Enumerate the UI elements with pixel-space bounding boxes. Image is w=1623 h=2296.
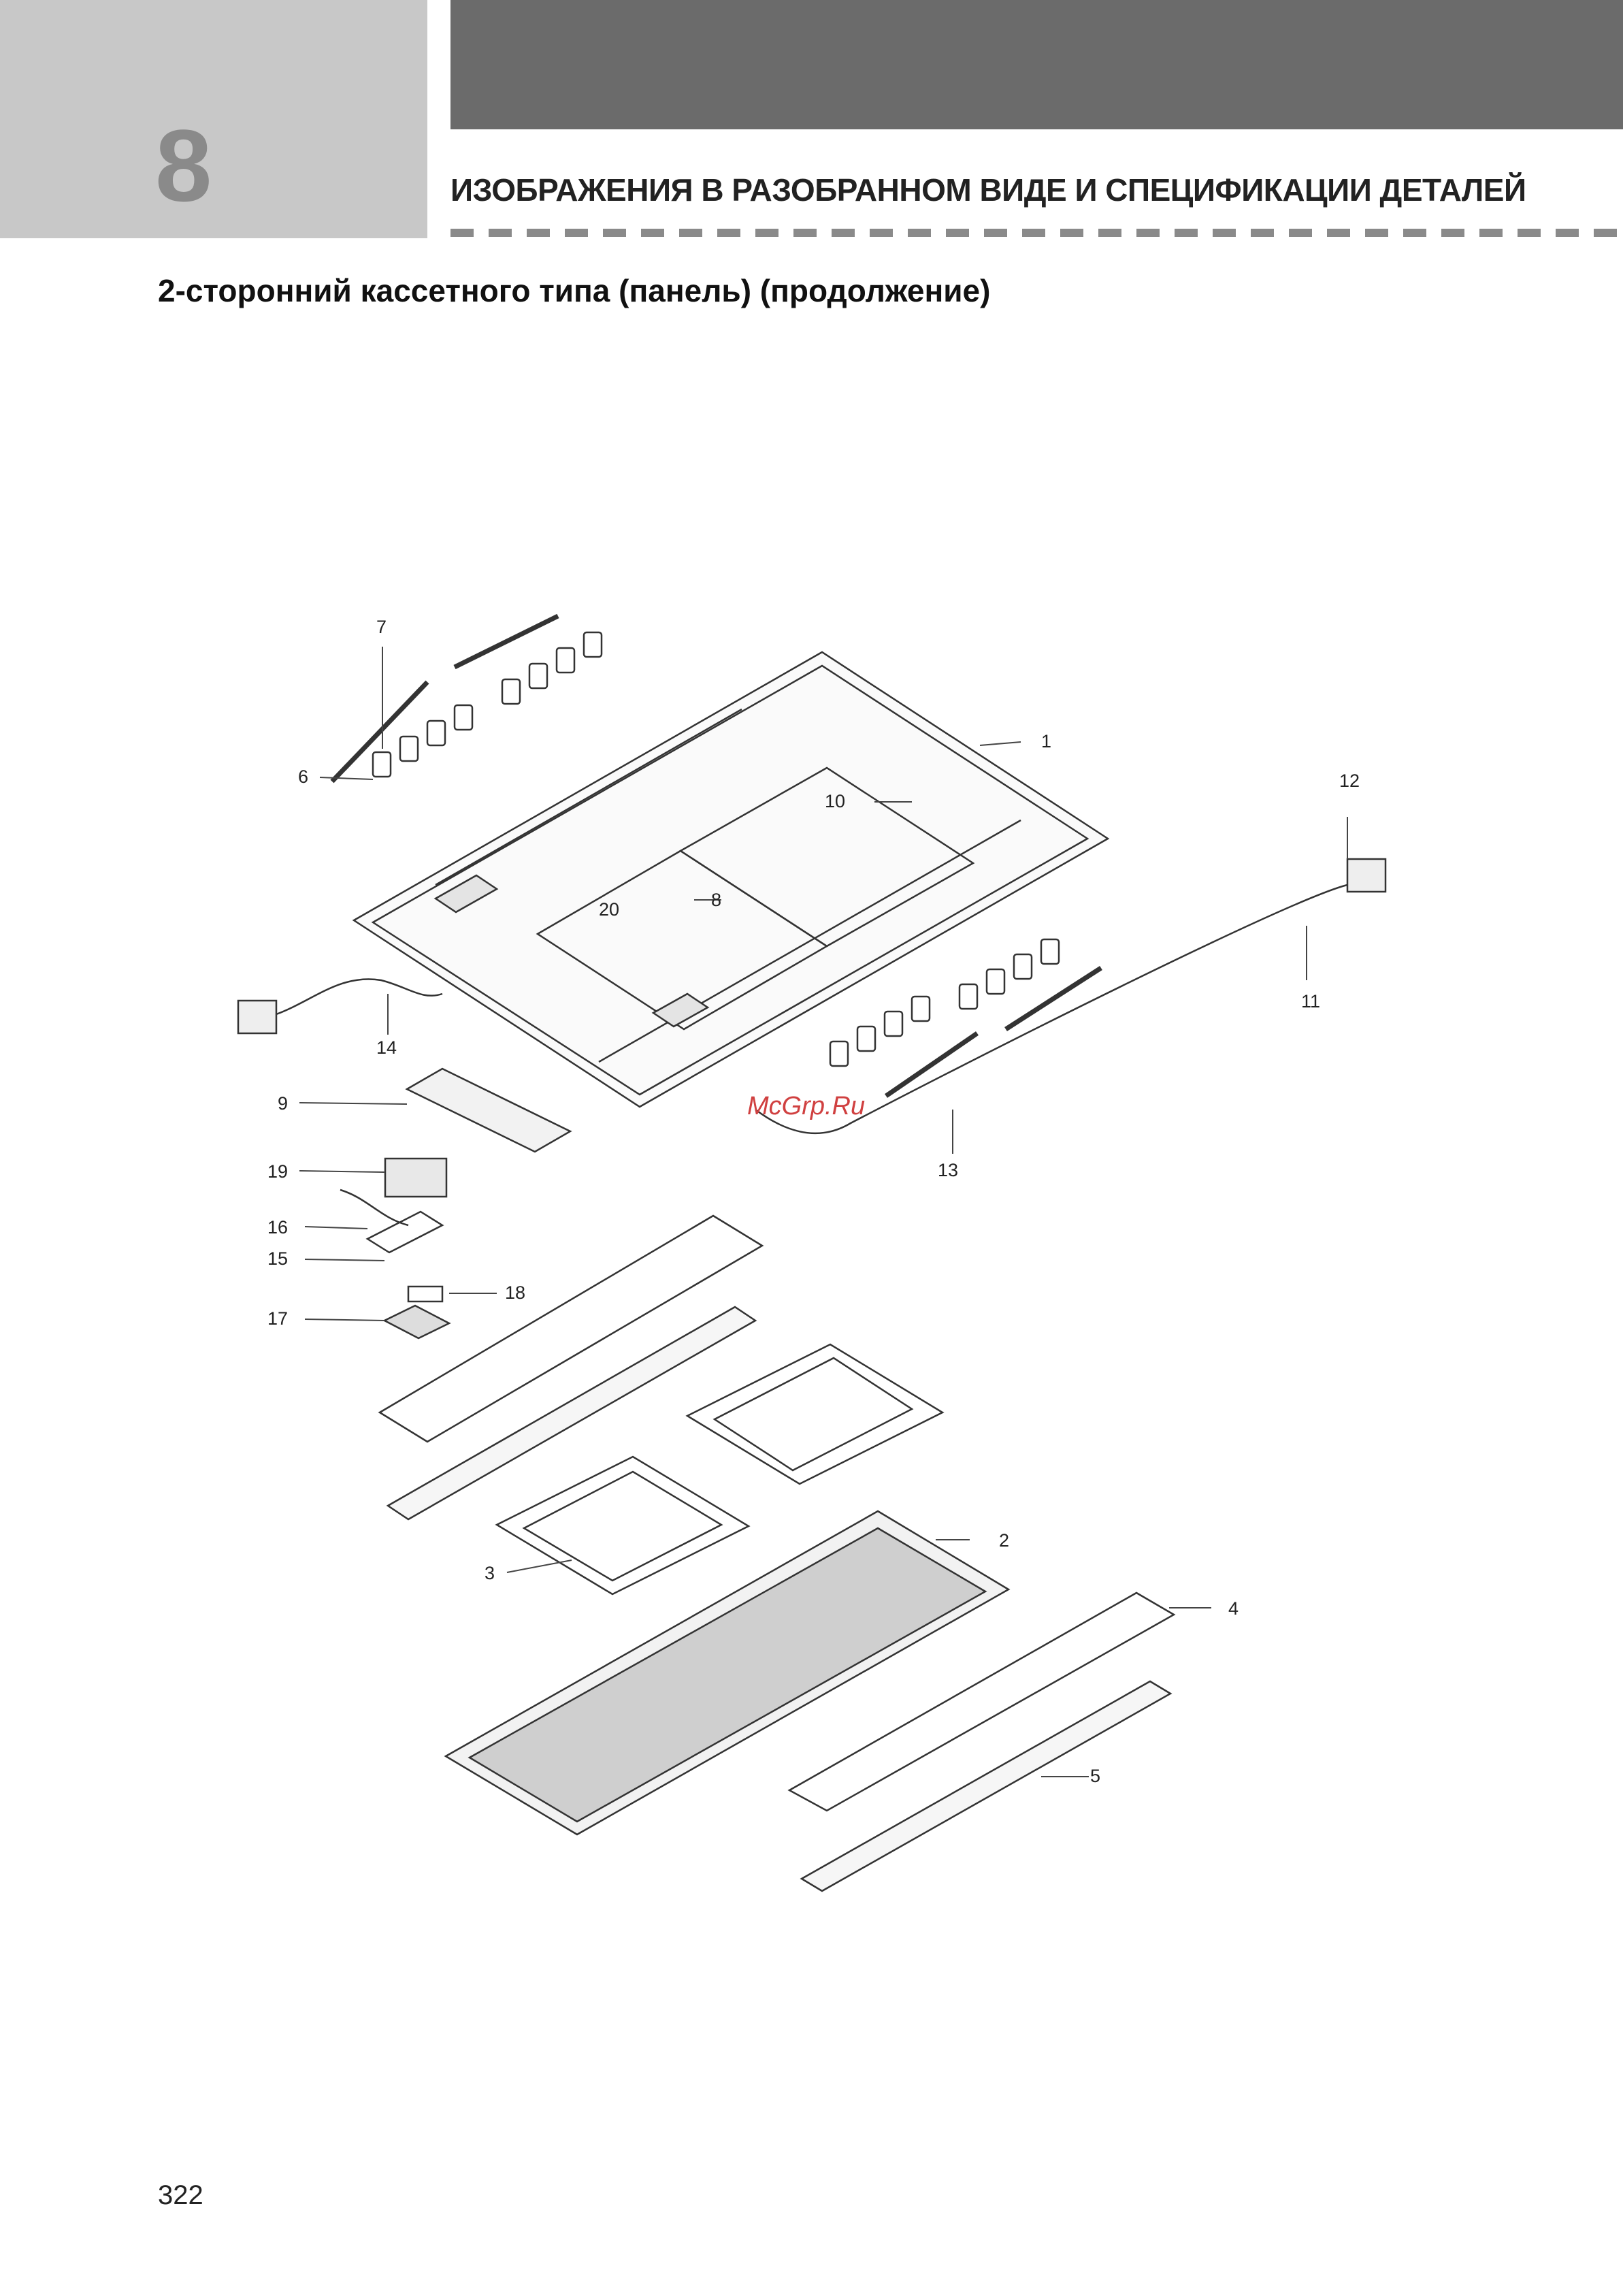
callout-10: 10 [825,791,845,811]
watermark: McGrp.Ru [747,1092,865,1121]
callout-16: 16 [267,1217,288,1238]
callout-8: 8 [711,890,721,910]
callout-15: 15 [267,1248,288,1269]
callout-20: 20 [599,899,619,920]
callout-9: 9 [278,1093,288,1114]
callout-14: 14 [376,1037,397,1058]
callout-7: 7 [376,617,387,637]
callout-18: 18 [505,1282,525,1303]
callout-2: 2 [999,1530,1009,1551]
page-number: 322 [158,2180,203,2211]
callout-17: 17 [267,1308,288,1329]
callout-6: 6 [298,766,308,787]
panel-frame [354,652,1108,1107]
callout-3: 3 [485,1563,495,1583]
callout-4: 4 [1228,1598,1239,1619]
callout-19: 19 [267,1161,288,1182]
callout-11: 11 [1301,991,1320,1012]
callout-1: 1 [1041,731,1051,751]
callout-5: 5 [1090,1766,1100,1786]
callout-13: 13 [938,1160,958,1180]
callout-12: 12 [1339,771,1360,791]
